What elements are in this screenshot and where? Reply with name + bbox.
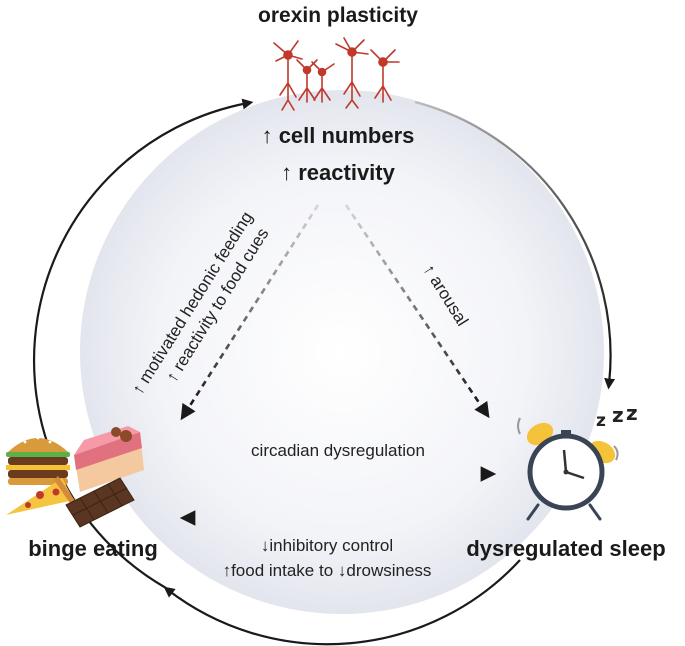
top-node-line2: ↑ reactivity xyxy=(281,160,395,185)
arrow-top-to-right xyxy=(344,204,490,419)
top-node-line1: ↑ cell numbers xyxy=(262,123,415,148)
label-left-to-right: circadian dysregulation xyxy=(251,441,425,460)
arc-right-to-left xyxy=(163,559,521,646)
burger-icon xyxy=(6,436,70,485)
arc-left-to-top xyxy=(32,98,254,589)
svg-text:z: z xyxy=(612,403,624,427)
zzz-icon: z z z xyxy=(596,401,638,431)
arc-top-to-right xyxy=(414,100,616,390)
chocolate-icon xyxy=(65,477,135,528)
background-circle xyxy=(80,90,604,614)
neurons-icon xyxy=(273,37,400,111)
pizza-icon xyxy=(6,476,76,515)
label-right-to-left-line1: ↓inhibitory control xyxy=(261,536,393,555)
alarm-clock-icon xyxy=(517,417,619,521)
right-node-title: dysregulated sleep xyxy=(466,536,665,561)
junk-food-icon xyxy=(6,426,144,528)
arrow-top-to-left xyxy=(180,204,320,421)
svg-text:z: z xyxy=(626,401,638,425)
left-node-title: binge eating xyxy=(28,536,158,561)
top-node-title: orexin plasticity xyxy=(258,4,418,27)
cake-icon xyxy=(74,426,144,492)
svg-text:z: z xyxy=(596,411,606,431)
label-right-to-left-line2: ↑food intake to ↓drowsiness xyxy=(223,561,432,580)
